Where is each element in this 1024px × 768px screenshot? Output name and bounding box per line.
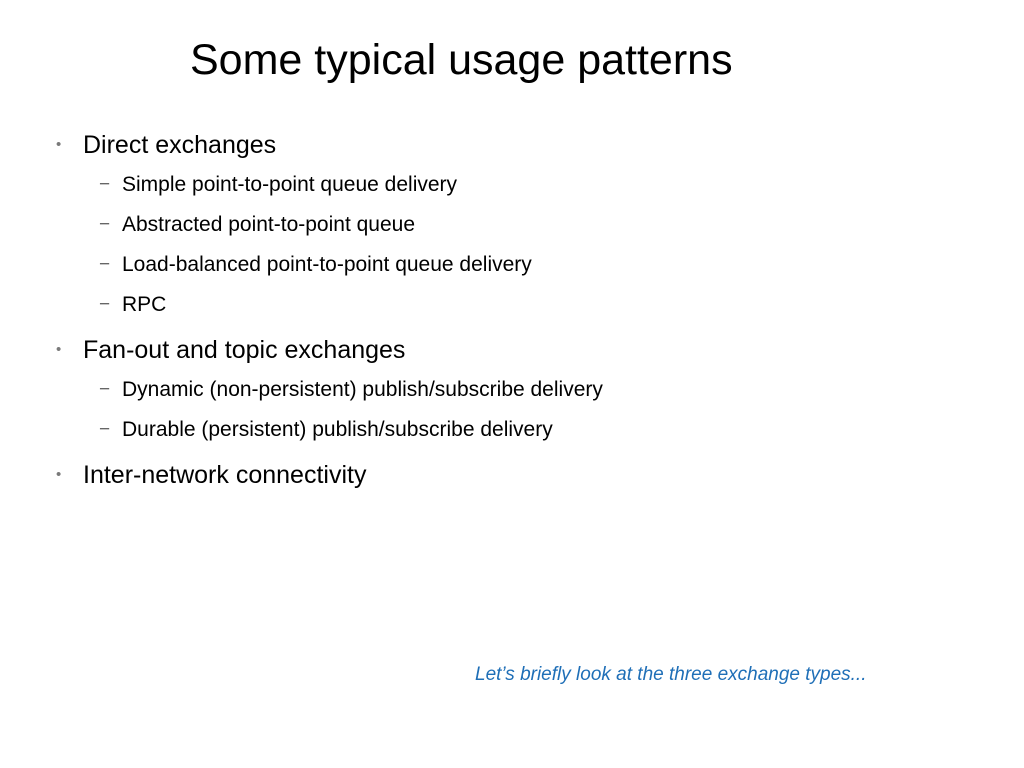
- dash-marker: −: [99, 254, 111, 275]
- bullet-item: • Fan-out and topic exchanges − Dynamic …: [56, 333, 956, 450]
- dash-marker: −: [99, 214, 111, 235]
- sub-bullet-text: RPC: [122, 293, 167, 316]
- sub-bullet-text: Durable (persistent) publish/subscribe d…: [122, 418, 553, 441]
- dash-marker: −: [99, 174, 111, 195]
- bullet-item: • Direct exchanges − Simple point-to-poi…: [56, 128, 956, 325]
- dash-marker: −: [99, 419, 111, 440]
- sub-bullet-item: − Durable (persistent) publish/subscribe…: [83, 410, 956, 450]
- sub-bullet-list: − Simple point-to-point queue delivery −…: [83, 165, 956, 325]
- bullet-item: • Inter-network connectivity: [56, 458, 956, 492]
- bullet-list: • Direct exchanges − Simple point-to-poi…: [56, 128, 956, 500]
- bullet-text: Inter-network connectivity: [83, 461, 367, 489]
- bullet-marker: •: [56, 466, 62, 483]
- sub-bullet-item: − Abstracted point-to-point queue: [83, 205, 956, 245]
- bullet-text: Fan-out and topic exchanges: [83, 336, 406, 364]
- sub-bullet-list: − Dynamic (non-persistent) publish/subsc…: [83, 370, 956, 450]
- sub-bullet-item: − Simple point-to-point queue delivery: [83, 165, 956, 205]
- sub-bullet-text: Dynamic (non-persistent) publish/subscri…: [122, 378, 603, 401]
- dash-marker: −: [99, 294, 111, 315]
- sub-bullet-text: Load-balanced point-to-point queue deliv…: [122, 253, 532, 276]
- dash-marker: −: [99, 379, 111, 400]
- sub-bullet-item: − Load-balanced point-to-point queue del…: [83, 245, 956, 285]
- footnote: Let’s briefly look at the three exchange…: [475, 664, 867, 685]
- sub-bullet-item: − RPC: [83, 285, 956, 325]
- bullet-marker: •: [56, 136, 62, 153]
- sub-bullet-item: − Dynamic (non-persistent) publish/subsc…: [83, 370, 956, 410]
- sub-bullet-text: Abstracted point-to-point queue: [122, 213, 416, 236]
- slide-title: Some typical usage patterns: [190, 36, 733, 84]
- bullet-marker: •: [56, 341, 62, 358]
- bullet-text: Direct exchanges: [83, 131, 277, 159]
- sub-bullet-text: Simple point-to-point queue delivery: [122, 173, 458, 196]
